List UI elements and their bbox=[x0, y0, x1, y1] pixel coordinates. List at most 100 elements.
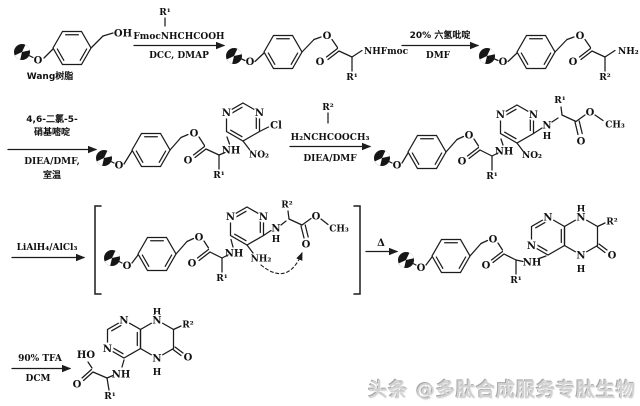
reaction-step-5: LiAlH₄/AlCl₃ bbox=[11, 243, 86, 262]
benzene-ring bbox=[407, 134, 447, 170]
structure-fmoc-ester: O O O R¹ NHFmoc bbox=[226, 31, 409, 83]
atom-label-nh: NH bbox=[222, 146, 241, 157]
atom-label-ring-nitrogen: N bbox=[152, 316, 161, 327]
atom-label-oxygen: O bbox=[188, 259, 197, 270]
resin-bead-icon bbox=[479, 48, 495, 64]
atom-label-oxygen: O bbox=[489, 235, 498, 246]
atom-label-ring-nh-h: H bbox=[577, 205, 586, 215]
watermark: 头条 @多肽合成服务专肽生物 bbox=[368, 379, 636, 401]
atom-label-oxygen: O bbox=[465, 131, 474, 142]
reagent-above-arrow: 20% 六氢吡啶 bbox=[410, 29, 471, 41]
atom-label-oxygen: O bbox=[458, 157, 467, 168]
atom-label-amine-n: N bbox=[542, 121, 551, 132]
atom-label-nh: NH bbox=[523, 258, 542, 269]
cyclization-arrow bbox=[260, 251, 303, 275]
r1-substituent: R¹ bbox=[346, 73, 357, 83]
atom-label-oxygen: O bbox=[123, 261, 132, 272]
conditions-below-arrow-line2: 室温 bbox=[43, 169, 61, 181]
atom-label-ring-nh-h: H bbox=[153, 308, 162, 318]
reaction-step-4: R² H₂NCHCOOCH₃ DIEA/DMF bbox=[289, 103, 372, 164]
atom-label-oxygen: O bbox=[586, 108, 595, 119]
conditions-below-arrow-line1: DIEA/DMF, bbox=[24, 157, 80, 167]
reagent-above-arrow: LiAlH₄/AlCl₃ bbox=[17, 243, 78, 253]
atom-label-ring-nitrogen: N bbox=[496, 110, 505, 121]
structure-bracketed-intermediate: O O O R¹ NH N N NH₂ N H R² O O CH bbox=[104, 201, 349, 284]
atom-label-nhfmoc: NHFmoc bbox=[364, 47, 409, 57]
reagent-r-group: R¹ bbox=[159, 8, 170, 18]
atom-label-ring-nitrogen: N bbox=[103, 344, 112, 355]
atom-label-oxygen: O bbox=[499, 57, 508, 68]
atom-label-ring-nitrogen: N bbox=[222, 108, 231, 119]
atom-label-oxygen: O bbox=[323, 31, 332, 42]
atom-label-ring-nitrogen: N bbox=[152, 354, 161, 365]
r2-substituent: R² bbox=[281, 201, 292, 211]
reagent-above-arrow: H₂NCHCOOCH₃ bbox=[291, 133, 370, 143]
atom-label-amine-h: H bbox=[272, 235, 281, 245]
r2-substituent: R² bbox=[182, 321, 193, 331]
reagent-above-arrow: FmocNHCHCOOH bbox=[133, 32, 225, 42]
atom-label-oxygen: O bbox=[316, 57, 325, 68]
conditions-below-arrow: DIEA/DMF bbox=[303, 154, 357, 164]
benzene-ring bbox=[516, 34, 556, 70]
r2-substituent: R² bbox=[599, 73, 610, 83]
atom-label-oxygen: O bbox=[417, 263, 426, 274]
structure-chloronitropyrimidine: O O O R¹ NH N N Cl NO₂ bbox=[96, 102, 282, 181]
reaction-step-1: R¹ FmocNHCHCOOH DCC, DMAP bbox=[133, 8, 226, 61]
atom-label-amine-n: N bbox=[271, 224, 280, 235]
atom-label-oxygen: O bbox=[577, 137, 586, 148]
reaction-step-2: 20% 六氢吡啶 DMF bbox=[401, 29, 480, 61]
r1-substituent: R¹ bbox=[554, 96, 565, 106]
structure-diamino-nitropyrimidine-ester: O O O R¹ NH N N NO₂ N H R¹ O O CH bbox=[374, 96, 625, 182]
benzene-ring bbox=[137, 236, 177, 272]
resin-bead-icon bbox=[226, 48, 242, 64]
resin-bead-icon bbox=[14, 44, 30, 60]
resin-bead-icon bbox=[374, 150, 390, 166]
atom-label-nitro: NO₂ bbox=[249, 151, 269, 161]
benzene-ring bbox=[52, 30, 92, 66]
reagent-above-arrow-line2: 硝基嘧啶 bbox=[34, 126, 70, 138]
atom-label-oxygen: O bbox=[34, 56, 43, 67]
atom-label-hydroxyl: HO bbox=[77, 350, 95, 361]
conditions-below-arrow: DMF bbox=[426, 51, 451, 61]
atom-label-amine: NH₂ bbox=[618, 47, 639, 57]
conditions-below-arrow: DCM bbox=[26, 374, 51, 384]
atom-label-ring-nitrogen: N bbox=[527, 241, 536, 252]
benzene-ring bbox=[263, 34, 303, 70]
structure-wang-resin: O OH Wang树脂 bbox=[14, 29, 132, 82]
atom-label-oxygen: O bbox=[302, 240, 311, 251]
atom-label-hydroxyl: OH bbox=[114, 29, 132, 40]
atom-label-oxygen: O bbox=[482, 261, 491, 272]
atom-label-nitro: NO₂ bbox=[522, 151, 542, 161]
atom-label-ring-nitrogen: N bbox=[576, 213, 585, 224]
reaction-step-6: Δ bbox=[365, 238, 399, 256]
atom-label-ring-nh-h: H bbox=[153, 368, 162, 378]
atom-label-oxygen: O bbox=[190, 129, 199, 140]
atom-label-ring-nitrogen: N bbox=[119, 316, 128, 327]
atom-label-chlorine: Cl bbox=[270, 121, 282, 132]
atom-label-ring-nitrogen: N bbox=[226, 212, 235, 223]
atom-label-nh: NH bbox=[225, 249, 244, 260]
r1-substituent: R¹ bbox=[510, 276, 521, 286]
bracket-right bbox=[353, 205, 361, 295]
resin-caption: Wang树脂 bbox=[27, 70, 74, 82]
conditions-below-arrow: DCC, DMAP bbox=[149, 51, 209, 61]
structure-final-pteridinone-acid: HO O R¹ NH N N H N R² O N H bbox=[73, 308, 194, 402]
atom-label-ring-nitrogen: N bbox=[576, 251, 585, 262]
atom-label-ring-nitrogen: N bbox=[543, 213, 552, 224]
structure-free-amine: O O O R² NH₂ bbox=[479, 31, 639, 83]
atom-label-oxygen: O bbox=[246, 57, 255, 68]
reagent-above-arrow: Δ bbox=[377, 238, 385, 249]
bracket-left bbox=[94, 205, 102, 295]
r1-substituent: R¹ bbox=[486, 172, 497, 182]
atom-label-oxygen: O bbox=[569, 57, 578, 68]
atom-label-oxygen: O bbox=[195, 233, 204, 244]
atom-label-ring-nh-h: H bbox=[577, 265, 586, 275]
r1-substituent: R¹ bbox=[216, 274, 227, 284]
structure-resin-pteridinone: O O O R¹ NH N N H N R² O N H bbox=[398, 205, 618, 286]
reagent-r-group: R² bbox=[322, 103, 333, 113]
atom-label-oxygen: O bbox=[312, 212, 321, 223]
atom-label-nh: NH bbox=[112, 370, 131, 381]
atom-label-nh: NH bbox=[495, 147, 514, 158]
benzene-ring bbox=[431, 238, 471, 274]
